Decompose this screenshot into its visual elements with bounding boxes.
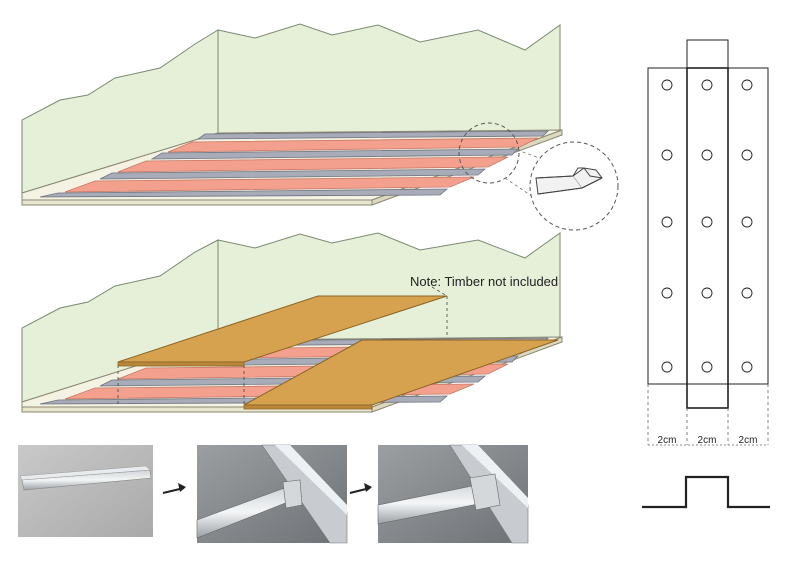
heating-film <box>167 137 539 153</box>
mounting-hole-icon <box>661 149 673 161</box>
metal-strip-photo <box>18 445 153 537</box>
room-diagram-rails <box>21 23 619 231</box>
mounting-hole-icon <box>741 149 753 161</box>
mounting-hole-icon <box>741 287 753 299</box>
photo-strip <box>18 444 529 544</box>
dimension-label: 2cm <box>658 435 677 446</box>
back-wall <box>217 23 561 134</box>
detail-highlight-circle <box>458 122 520 184</box>
timber-note: Note: Timber not included <box>410 274 558 289</box>
rail <box>196 130 549 140</box>
arrow-right-icon <box>162 483 186 494</box>
arrow-right-icon <box>349 483 372 494</box>
rail <box>150 148 519 160</box>
heating-film <box>64 176 475 193</box>
mounting-hole-icon <box>741 216 753 228</box>
mounting-hole-icon <box>661 361 673 373</box>
mounting-hole-icon <box>741 361 753 373</box>
mounting-hole-icon <box>661 216 673 228</box>
mounting-hole-icon <box>701 287 713 299</box>
dimension-label: 2cm <box>739 435 758 446</box>
rail-join-photo <box>196 444 348 544</box>
room-diagram-timber: Note: Timber not included <box>21 232 563 413</box>
mounting-hole-icon <box>701 149 713 161</box>
mounting-hole-icon <box>661 79 673 91</box>
rail-center-channel <box>686 67 729 409</box>
rail-top-tab <box>686 39 729 69</box>
rail-cross-section-profile <box>642 475 770 509</box>
rail <box>39 188 449 198</box>
mounting-hole-icon <box>701 361 713 373</box>
rail <box>99 168 487 180</box>
mounting-hole-icon <box>661 287 673 299</box>
mounting-hole-icon <box>701 216 713 228</box>
rail-join-closeup-photo <box>377 444 529 544</box>
mounting-hole-icon <box>741 79 753 91</box>
dimension-label: 2cm <box>698 435 717 446</box>
heating-film <box>117 156 509 173</box>
mounting-hole-icon <box>701 79 713 91</box>
rail-plan-drawing: 2cm 2cm 2cm <box>642 39 770 509</box>
mounting-holes <box>661 79 753 373</box>
rail-profile-icon <box>535 167 603 195</box>
